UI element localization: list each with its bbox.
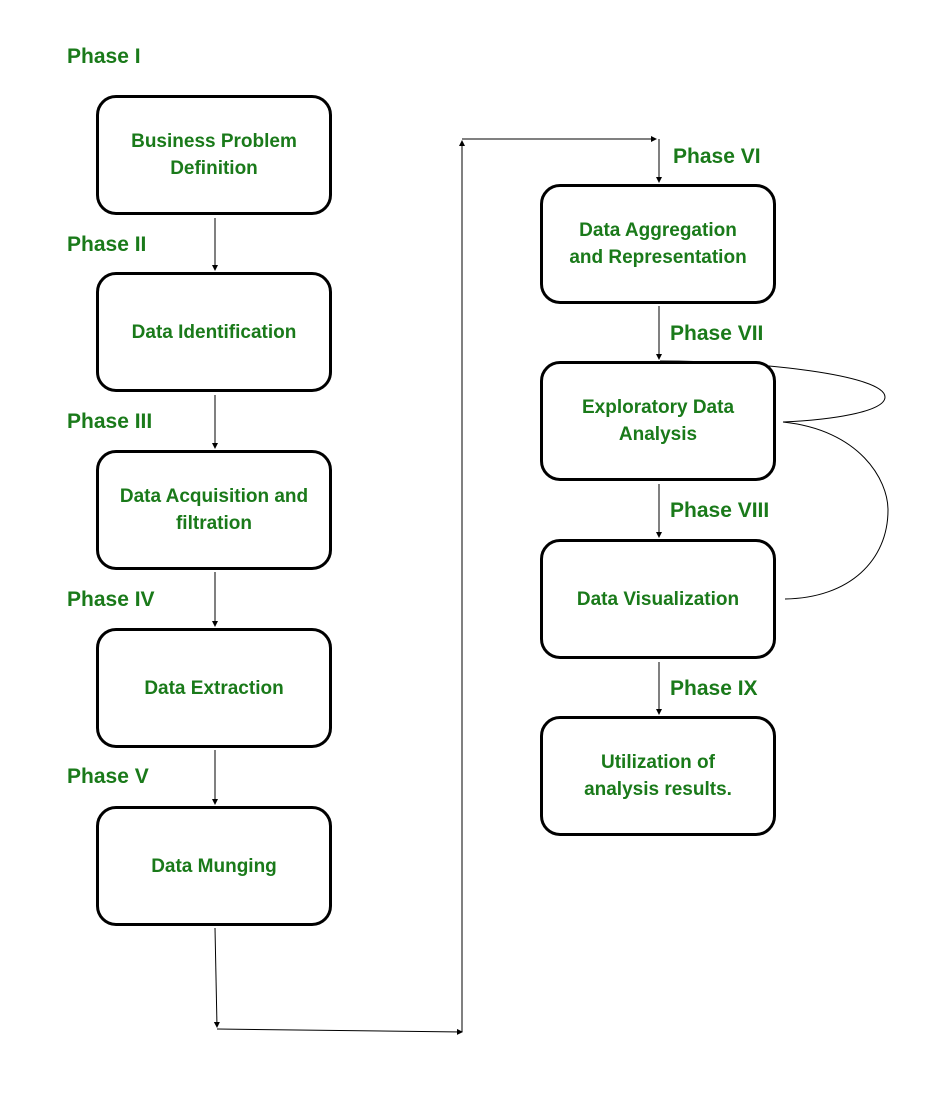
phase-label: Phase V — [67, 765, 149, 788]
arrow-5-down — [213, 927, 220, 1028]
phase-label: Phase VIII — [670, 499, 770, 522]
phase-label: Phase IV — [67, 588, 155, 611]
phase-label: Phase III — [67, 410, 153, 433]
step-text: Data Munging — [151, 855, 277, 877]
phase-label: Phase I — [67, 45, 141, 68]
step-text: Data Aggregation and Representation — [569, 220, 747, 268]
arrow-5-right — [216, 1028, 463, 1035]
step-text: Data Visualization — [576, 588, 740, 610]
step-text: Data Extraction — [144, 677, 284, 699]
step-text: Utilization of analysis results. — [584, 752, 732, 800]
phase-label: Phase VII — [670, 322, 764, 345]
step-text: Data Identification — [131, 321, 297, 343]
phase-label: Phase IX — [670, 677, 758, 700]
step-box: Utilization of analysis results. — [540, 716, 776, 836]
step-box: Data Identification — [96, 272, 332, 392]
step-text: Data Acquisition and filtration — [119, 486, 309, 534]
step-box: Data Acquisition and filtration — [96, 450, 332, 570]
step-box: Data Extraction — [96, 628, 332, 748]
step-box: Business Problem Definition — [96, 95, 332, 215]
step-box: Data Aggregation and Representation — [540, 184, 776, 304]
step-text: Business Problem Definition — [131, 131, 297, 179]
step-text: Exploratory Data Analysis — [581, 397, 735, 445]
step-box: Data Visualization — [540, 539, 776, 659]
step-box: Data Munging — [96, 806, 332, 926]
phase-label: Phase VI — [673, 145, 761, 168]
step-box: Exploratory Data Analysis — [540, 361, 776, 481]
phase-label: Phase II — [67, 233, 147, 256]
feedback-loop-viz-eda — [782, 421, 889, 600]
